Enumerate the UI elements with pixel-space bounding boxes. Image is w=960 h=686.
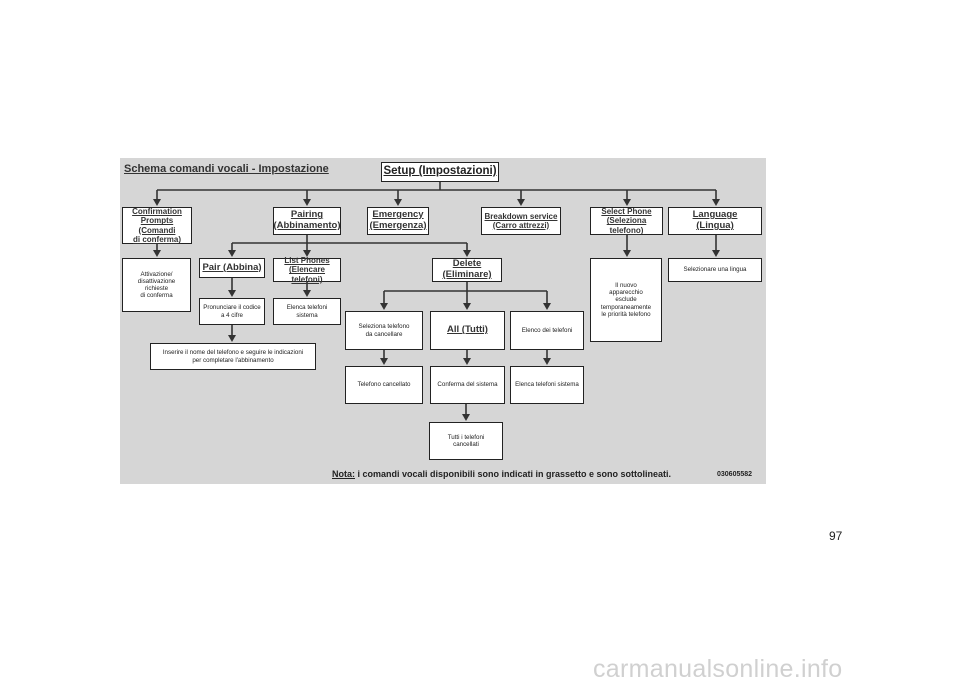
arrow-head: [623, 250, 631, 257]
note-select-phone: Il nuovo apparecchio esclude temporaneam…: [590, 258, 662, 342]
note-select-phone-line-3: esclude: [615, 296, 637, 304]
note-list-phones-line-1: Elenca telefoni: [286, 304, 328, 312]
node-breakdown-service: Breakdown service (Carro attrezzi): [481, 207, 561, 235]
node-select-phone: Select Phone (Seleziona telefono): [590, 207, 663, 235]
node-confirmation-prompts: Confirmation Prompts (Comandi di conferm…: [122, 207, 192, 244]
node-emergency: Emergency (Emergenza): [367, 207, 429, 235]
note-select-to-delete: Seleziona telefono da cancellare: [345, 311, 423, 350]
note-confirmation-line-4: di conferma: [140, 292, 173, 300]
note-all-deleted-line-1: Tutti i telefoni: [447, 433, 485, 441]
footnote-label: Nota:: [332, 469, 355, 479]
note-pin-line-2: a 4 cifre: [220, 311, 243, 319]
arrow-head: [543, 303, 551, 310]
node-list-phones-line-1: List Phones: [284, 256, 330, 266]
arrow-head: [153, 250, 161, 257]
node-confirmation-line-2: Prompts: [140, 216, 174, 226]
arrow-head: [394, 199, 402, 206]
note-confirmation: Attivazione/ disattivazione richieste di…: [122, 258, 191, 312]
arrow-head: [712, 199, 720, 206]
node-pair: Pair (Abbina): [199, 258, 265, 278]
arrow-head: [463, 358, 471, 365]
node-select-phone-line-1: Select Phone: [601, 207, 652, 217]
root-node-setup: Setup (Impostazioni): [381, 162, 499, 182]
note-confirmation-line-3: richieste: [144, 285, 169, 292]
note-list-phones: Elenca telefoni sistema: [273, 298, 341, 325]
arrow-head: [228, 250, 236, 257]
node-pair-label: Pair (Abbina): [202, 261, 262, 273]
note-confirmation-line-1: Attivazione/: [140, 270, 173, 278]
note-system-list: Elenca telefoni sistema: [510, 366, 584, 404]
node-select-phone-line-2: (Seleziona telefono): [606, 216, 647, 235]
footnote-text: i comandi vocali disponibili sono indica…: [355, 469, 672, 479]
node-pairing-line-2: (Abbinamento): [273, 220, 341, 231]
node-delete: Delete (Eliminare): [432, 258, 502, 282]
arrow-head: [517, 199, 525, 206]
arrow-head: [463, 250, 471, 257]
note-confirmation-line-2: disattivazione: [137, 277, 176, 285]
node-language: Language (Lingua): [668, 207, 762, 235]
arrow-head: [228, 290, 236, 297]
note-enter-name-line-2: per completare l'abbinamento: [192, 356, 274, 364]
arrow-head: [463, 303, 471, 310]
node-list-phones-line-2: (Elencare telefoni): [288, 265, 326, 284]
root-label: Setup (Impostazioni): [383, 165, 497, 178]
note-all-deleted: Tutti i telefoni cancellati: [429, 422, 503, 460]
note-phone-deleted: Telefono cancellato: [345, 366, 423, 404]
note-select-to-delete-line-1: Seleziona telefono: [358, 323, 410, 331]
diagram-title: Schema comandi vocali - Impostazione: [124, 163, 329, 175]
node-breakdown-line-2: (Carro attrezzi): [492, 221, 550, 230]
node-confirmation-line-3: (Comandi: [138, 225, 176, 235]
note-system-list-text: Elenca telefoni sistema: [515, 381, 579, 389]
node-language-line-2: (Lingua): [696, 220, 734, 231]
node-emergency-line-1: Emergency: [372, 209, 424, 221]
node-confirmation-line-1: Confirmation: [132, 207, 182, 217]
arrow-head: [228, 335, 236, 342]
figure-code: 030605582: [717, 471, 753, 478]
note-language-text: Selezionare una lingua: [683, 266, 747, 274]
node-delete-line-2: (Eliminare): [442, 269, 492, 280]
node-language-line-1: Language: [692, 209, 738, 221]
note-system-confirm-text: Conferma del sistema: [437, 381, 498, 389]
page-number: 97: [829, 529, 843, 543]
arrow-head: [712, 250, 720, 257]
arrow-head: [380, 358, 388, 365]
node-breakdown-line-1: Breakdown service: [484, 211, 558, 221]
note-select-to-delete-line-2: da cancellare: [365, 330, 403, 338]
note-pin-code: Pronunciare il codice a 4 cifre: [199, 298, 265, 325]
note-language: Selezionare una lingua: [668, 258, 762, 282]
arrow-head: [462, 414, 470, 421]
note-phone-deleted-text: Telefono cancellato: [357, 381, 411, 389]
note-pin-line-1: Pronunciare il codice: [203, 304, 261, 312]
node-emergency-line-2: (Emergenza): [369, 220, 427, 231]
arrow-head: [380, 303, 388, 310]
note-all-deleted-line-2: cancellati: [453, 441, 479, 448]
arrow-head: [303, 250, 311, 257]
note-select-phone-line-1: Il nuovo: [615, 282, 637, 290]
node-all: All (Tutti): [430, 311, 505, 350]
note-phone-list: Elenco dei telefoni: [510, 311, 584, 350]
note-enter-name-line-1: Inserire il nome del telefono e seguire …: [162, 349, 304, 357]
arrow-head: [153, 199, 161, 206]
note-select-phone-line-5: le priorità telefono: [601, 310, 651, 318]
note-select-phone-line-4: temporaneamente: [600, 303, 652, 311]
arrow-head: [543, 358, 551, 365]
note-enter-name: Inserire il nome del telefono e seguire …: [150, 343, 316, 370]
arrow-head: [623, 199, 631, 206]
note-system-confirm: Conferma del sistema: [430, 366, 505, 404]
node-list-phones: List Phones (Elencare telefoni): [273, 256, 341, 284]
note-list-phones-line-2: sistema: [296, 311, 318, 319]
note-select-phone-line-2: apparecchio: [609, 289, 643, 297]
node-confirmation-line-4: di conferma): [132, 234, 181, 244]
node-pairing-line-1: Pairing: [290, 209, 324, 221]
node-delete-line-1: Delete: [452, 258, 482, 270]
node-all-label: All (Tutti): [447, 324, 488, 336]
arrow-head: [303, 199, 311, 206]
footnote: Nota: i comandi vocali disponibili sono …: [332, 469, 671, 479]
watermark: carmanualsonline.info: [593, 655, 843, 683]
arrow-head: [303, 290, 311, 297]
note-phone-list-text: Elenco dei telefoni: [521, 326, 573, 334]
node-pairing: Pairing (Abbinamento): [273, 207, 341, 235]
